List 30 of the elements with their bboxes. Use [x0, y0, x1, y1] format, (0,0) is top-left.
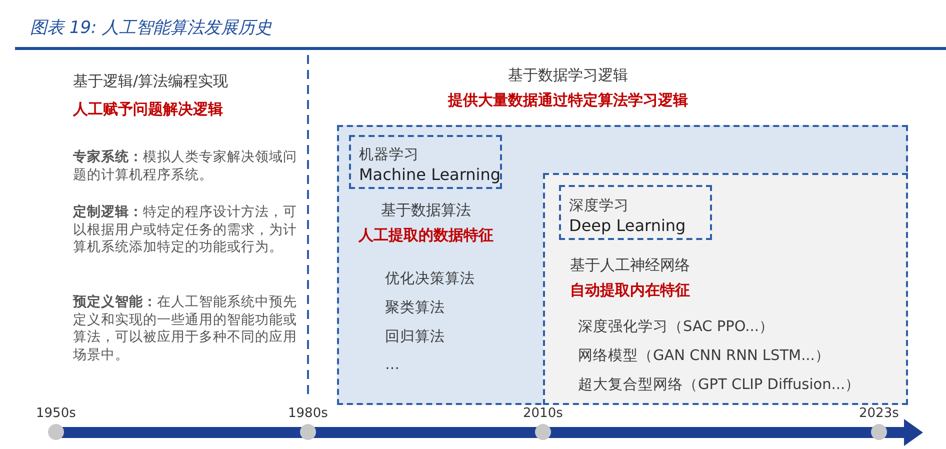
- method-note: 基于数据算法: [381, 201, 471, 220]
- dashed-box: [349, 135, 502, 189]
- box-title: 机器学习: [359, 146, 419, 164]
- list-item: 超大复合型网络（GPT CLIP Diffusion...）: [578, 376, 860, 394]
- box-subtitle: Deep Learning: [569, 216, 686, 236]
- description-paragraph: 定制逻辑：特定的程序设计方法，可以根据用户或特定任务的需求，为计算机系统添加特定的功能或行为。: [73, 204, 298, 256]
- list-item: 深度强化学习（SAC PPO...）: [578, 318, 774, 336]
- dashed-box: [559, 185, 712, 240]
- figure-title: 图表 19: 人工智能算法发展历史: [30, 18, 272, 40]
- feature-note: 人工提取的数据特征: [358, 226, 494, 245]
- list-item: 网络模型（GAN CNN RNN LSTM...）: [578, 347, 830, 366]
- section-heading: 基于数据学习逻辑: [508, 66, 628, 85]
- year-label: 2023s: [859, 406, 899, 422]
- list-item: 聚类算法: [385, 299, 445, 318]
- list-item: 回归算法: [385, 328, 445, 346]
- year-label: 1950s: [36, 406, 76, 422]
- list-item: …: [385, 356, 400, 374]
- year-label: 2010s: [523, 406, 563, 422]
- region-panel: [543, 173, 908, 405]
- box-title: 深度学习: [569, 197, 629, 216]
- section-heading: 基于逻辑/算法编程实现: [73, 72, 228, 91]
- section-subheading: 提供大量数据通过特定算法学习逻辑: [448, 91, 688, 110]
- box-subtitle: Machine Learning: [359, 165, 501, 185]
- description-paragraph: 预定义智能：在人工智能系统中预先定义和实现的一些通用的智能功能或算法，可以被应用于多种不同的应用场景中。: [73, 294, 298, 364]
- method-note: 基于人工神经网络: [570, 256, 690, 275]
- feature-note: 自动提取内在特征: [570, 281, 690, 300]
- description-paragraph: 专家系统：模拟人类专家解决领域问题的计算机程序系统。: [73, 149, 298, 184]
- section-subheading: 人工赋予问题解决逻辑: [73, 100, 223, 119]
- year-label: 1980s: [288, 406, 328, 422]
- list-item: 优化决策算法: [385, 270, 475, 288]
